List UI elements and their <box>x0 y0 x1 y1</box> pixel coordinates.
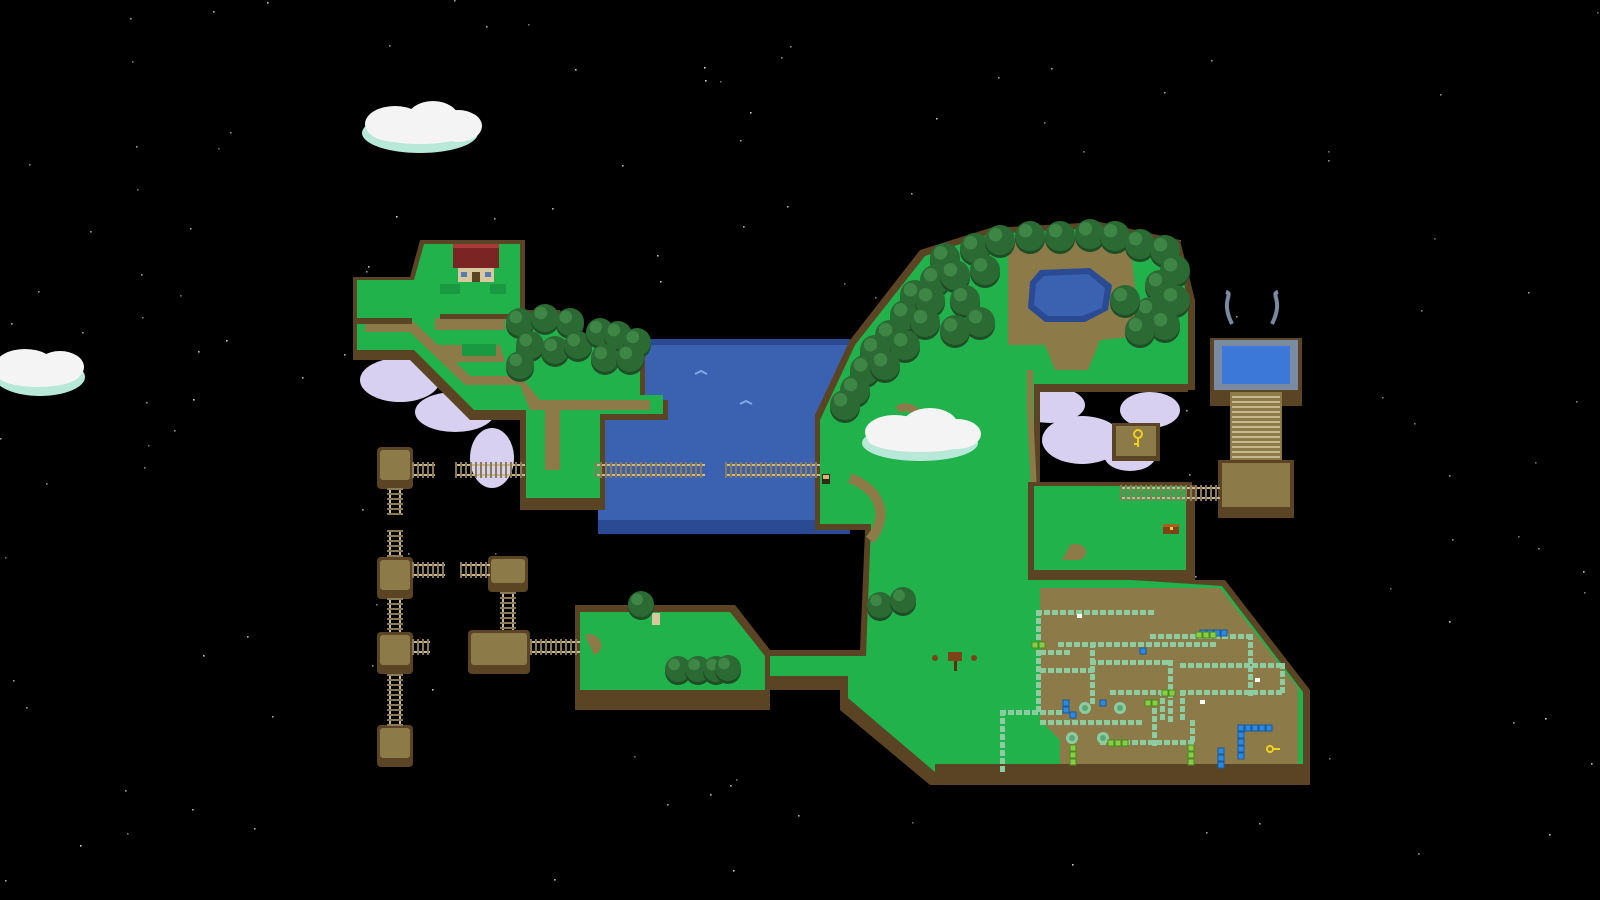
tree-cluster-north <box>830 219 1190 423</box>
cloud-left-edge <box>0 349 85 396</box>
tree-cluster-northwest <box>506 304 651 382</box>
key-icon[interactable] <box>1133 429 1143 447</box>
pond <box>1028 268 1112 322</box>
garden-plots <box>440 284 506 356</box>
block-puzzle-area[interactable] <box>1000 610 1285 772</box>
stone-pillars <box>377 447 530 767</box>
key-pedestal <box>1112 423 1160 461</box>
treasure-chest-icon[interactable] <box>1163 524 1179 534</box>
island-east-ledge <box>1028 482 1192 580</box>
island-southwest <box>575 605 770 700</box>
tree-cluster-southwest <box>628 587 916 685</box>
portal-stairs <box>1230 392 1282 466</box>
sheep-sprites <box>1077 614 1260 704</box>
portal-landing <box>1218 460 1294 518</box>
house-icon[interactable] <box>453 244 499 282</box>
cloud-top-left <box>362 101 482 153</box>
cloud-over-island <box>862 408 981 461</box>
rail-tracks <box>387 462 1220 726</box>
player-sprite[interactable] <box>822 474 830 484</box>
small-key-icon[interactable] <box>1266 745 1280 753</box>
signpost-icon[interactable] <box>932 652 977 671</box>
